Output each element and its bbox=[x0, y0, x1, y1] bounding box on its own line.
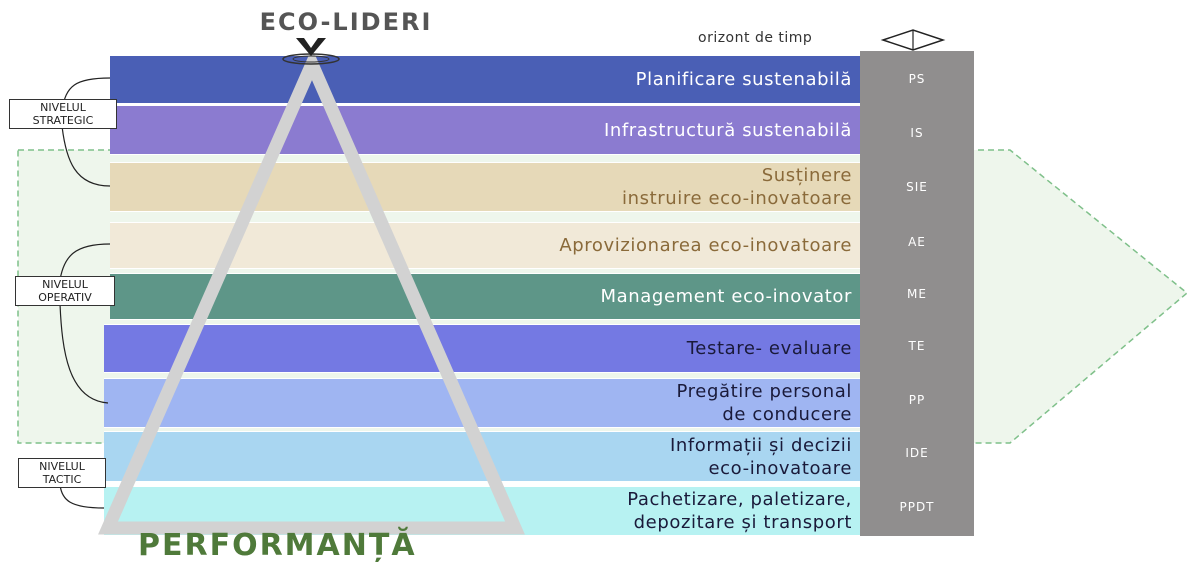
band-label: Aprovizionarea eco-inovatoare bbox=[559, 235, 852, 256]
bottom-title: PERFORMANȚĂ bbox=[138, 528, 417, 563]
time-horizon-column bbox=[860, 51, 974, 536]
code-sie: SIE bbox=[906, 180, 928, 194]
code-ps: PS bbox=[908, 72, 926, 86]
level-strategic: NIVELUL STRATEGIC bbox=[9, 99, 117, 129]
code-is: IS bbox=[910, 126, 924, 140]
band-management: Management eco-inovator bbox=[110, 273, 860, 320]
band-label: Planificare sustenabilă bbox=[635, 69, 852, 90]
code-ae: AE bbox=[908, 235, 926, 249]
code-te: TE bbox=[908, 339, 926, 353]
horizon-diamond-icon bbox=[880, 29, 946, 51]
leader-marker-icon bbox=[282, 38, 340, 65]
band-label: Testare- evaluare bbox=[686, 338, 852, 359]
band-label: Management eco-inovator bbox=[600, 286, 852, 307]
code-me: ME bbox=[907, 287, 927, 301]
band-infrastructura: Infrastructură sustenabilă bbox=[110, 105, 860, 155]
top-title: ECO-LIDERI bbox=[259, 8, 433, 36]
horizon-label: orizont de timp bbox=[698, 30, 813, 46]
code-ide: IDE bbox=[905, 446, 929, 460]
band-testare: Testare- evaluare bbox=[104, 324, 860, 373]
level-operativ: NIVELUL OPERATIV bbox=[15, 276, 115, 306]
code-ppdt: PPDT bbox=[899, 500, 935, 514]
band-label: Infrastructură sustenabilă bbox=[603, 119, 852, 141]
code-pp: PP bbox=[908, 393, 926, 407]
level-tactic: NIVELUL TACTIC bbox=[18, 458, 106, 488]
band-planificare: Planificare sustenabilă bbox=[110, 55, 860, 104]
band-label: Pachetizare, paletizare,depozitare și tr… bbox=[627, 489, 852, 533]
